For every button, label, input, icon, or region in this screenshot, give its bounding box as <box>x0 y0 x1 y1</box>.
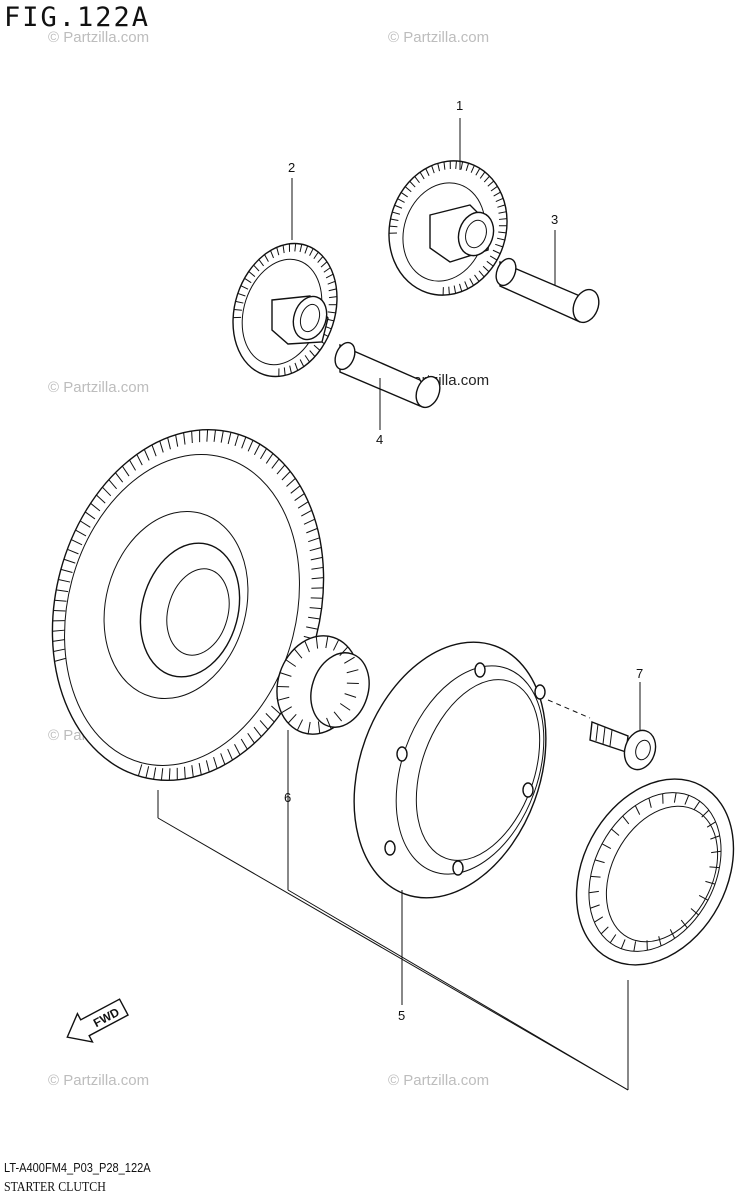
gear-tooth <box>709 867 719 868</box>
gear-tooth <box>449 287 450 295</box>
watermark: © Partzilla.com <box>388 29 489 46</box>
starter-driven-gear <box>14 399 361 811</box>
figure-title: FIG.122A <box>4 2 150 33</box>
watermark: © Partzilla.com <box>48 379 149 396</box>
callout-1: 1 <box>456 98 463 113</box>
watermark: © Partzilla.com <box>48 1072 149 1089</box>
watermark: © Partzilla.com <box>388 1072 489 1089</box>
gear-tooth <box>389 226 397 227</box>
gear-tooth <box>234 309 242 310</box>
callout-6: 6 <box>284 790 291 805</box>
model-code: LT-A400FM4_P03_P28_122A <box>4 1160 151 1175</box>
callout-3: 3 <box>551 212 558 227</box>
fwd-arrow-icon: FWD <box>60 993 132 1051</box>
part-7-bolt <box>548 700 660 774</box>
callout-5: 5 <box>398 1008 405 1023</box>
gear-tooth <box>169 768 170 780</box>
callout-4: 4 <box>376 432 383 447</box>
gear-tooth <box>192 431 193 443</box>
callout-2: 2 <box>288 160 295 175</box>
figure-description: STARTER CLUTCH <box>4 1180 106 1196</box>
part-2-small-gear <box>216 230 353 390</box>
part-3-shaft <box>492 256 603 327</box>
gear-tooth <box>591 876 601 877</box>
one-way-clutch <box>545 752 735 993</box>
callout-7: 7 <box>636 666 643 681</box>
